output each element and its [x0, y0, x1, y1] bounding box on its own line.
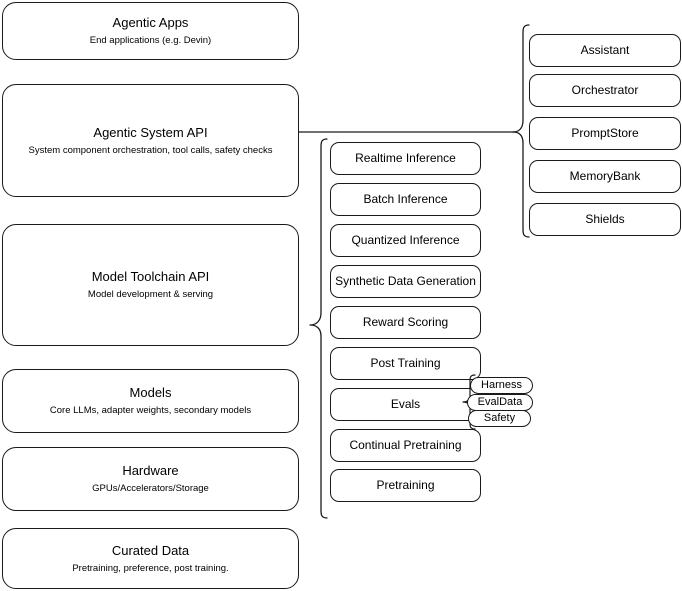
- component-memorybank[interactable]: MemoryBank: [529, 160, 681, 193]
- layer-title: Agentic Apps: [112, 15, 189, 30]
- layer-agentic-system-api[interactable]: Agentic System API System component orch…: [2, 84, 299, 197]
- component-label: Orchestrator: [571, 83, 639, 97]
- component-assistant[interactable]: Assistant: [529, 34, 681, 67]
- capability-label: Realtime Inference: [355, 151, 456, 165]
- capability-label: Quantized Inference: [351, 233, 460, 247]
- capability-label: Pretraining: [376, 478, 435, 492]
- component-label: Assistant: [580, 43, 630, 57]
- layer-subtitle: GPUs/Accelerators/Storage: [92, 483, 209, 494]
- system-api-to-components-line: [299, 126, 521, 140]
- layer-subtitle: System component orchestration, tool cal…: [28, 144, 273, 156]
- layer-title: Curated Data: [111, 542, 190, 558]
- layer-hardware[interactable]: Hardware GPUs/Accelerators/Storage: [2, 447, 299, 511]
- capability-label: Evals: [390, 397, 421, 411]
- layer-model-toolchain-api[interactable]: Model Toolchain API Model development & …: [2, 224, 299, 346]
- capability-continual-pretraining[interactable]: Continual Pretraining: [330, 429, 481, 462]
- layer-models[interactable]: Models Core LLMs, adapter weights, secon…: [2, 369, 299, 433]
- capability-evals[interactable]: Evals: [330, 388, 481, 421]
- eval-component-label: EvalData: [477, 396, 523, 408]
- component-shields[interactable]: Shields: [529, 203, 681, 236]
- capability-realtime-inference[interactable]: Realtime Inference: [330, 142, 481, 175]
- capability-reward-scoring[interactable]: Reward Scoring: [330, 306, 481, 339]
- layer-title: Model Toolchain API: [91, 269, 210, 284]
- layer-curated-data[interactable]: Curated Data Pretraining, preference, po…: [2, 528, 299, 589]
- component-orchestrator[interactable]: Orchestrator: [529, 74, 681, 107]
- layer-subtitle: End applications (e.g. Devin): [89, 35, 212, 46]
- capability-pretraining[interactable]: Pretraining: [330, 469, 481, 502]
- component-promptstore[interactable]: PromptStore: [529, 117, 681, 150]
- component-label: MemoryBank: [569, 169, 641, 183]
- layer-title: Models: [129, 385, 172, 400]
- layer-subtitle: Core LLMs, adapter weights, secondary mo…: [49, 405, 252, 416]
- layer-subtitle: Model development & serving: [87, 289, 214, 300]
- capability-label: Reward Scoring: [362, 315, 449, 329]
- layer-agentic-apps[interactable]: Agentic Apps End applications (e.g. Devi…: [2, 2, 299, 60]
- capability-batch-inference[interactable]: Batch Inference: [330, 183, 481, 216]
- layer-subtitle: Pretraining, preference, post training.: [72, 562, 229, 574]
- eval-component-evaldata[interactable]: EvalData: [467, 394, 533, 411]
- eval-component-safety[interactable]: Safety: [468, 410, 531, 427]
- capability-label: Synthetic Data Generation: [335, 274, 476, 288]
- eval-component-harness[interactable]: Harness: [470, 377, 533, 394]
- eval-component-label: Harness: [481, 379, 522, 391]
- capability-post-training[interactable]: Post Training: [330, 347, 481, 380]
- layer-title: Agentic System API: [93, 124, 208, 140]
- capability-synthetic-data-generation[interactable]: Synthetic Data Generation: [330, 265, 481, 298]
- component-label: PromptStore: [571, 126, 639, 140]
- capability-label: Batch Inference: [363, 192, 448, 206]
- toolchain-capabilities-brace: [308, 138, 330, 520]
- capability-quantized-inference[interactable]: Quantized Inference: [330, 224, 481, 257]
- eval-component-label: Safety: [483, 412, 516, 424]
- capability-label: Post Training: [370, 356, 441, 370]
- layer-title: Hardware: [122, 463, 179, 478]
- capability-label: Continual Pretraining: [349, 438, 462, 452]
- component-label: Shields: [585, 212, 625, 226]
